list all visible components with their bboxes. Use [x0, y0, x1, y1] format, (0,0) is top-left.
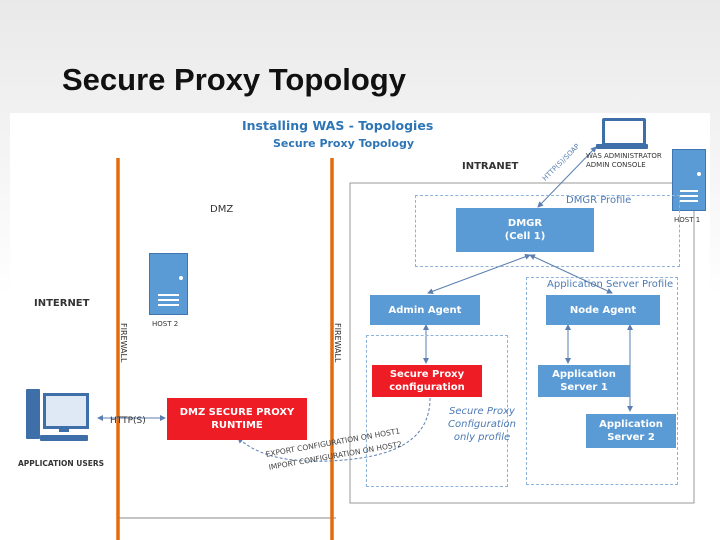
- connector-dmgr-node: [529, 254, 613, 294]
- dmgr-box: DMGR (Cell 1): [456, 208, 594, 252]
- zone-dmz-label: DMZ: [210, 204, 234, 215]
- topology-diagram: Installing WAS - Topologies Secure Proxy…: [10, 113, 710, 540]
- server-icon-host1: [672, 149, 706, 211]
- zone-intranet-label: INTRANET: [462, 161, 519, 172]
- http-label: HTTP(S): [110, 416, 146, 426]
- intranet-zone-border: [349, 182, 695, 504]
- connector-export-import: [237, 397, 431, 462]
- dmgr-profile-boundary: [415, 195, 680, 267]
- laptop-icon: [596, 118, 648, 150]
- dmgr-profile-label: DMGR Profile: [566, 195, 632, 206]
- secure-proxy-profile-boundary: [366, 335, 508, 487]
- admin-agent-box: Admin Agent: [370, 295, 480, 325]
- secure-proxy-profile-label: Secure Proxy Configuration only profile: [448, 406, 516, 443]
- dmz-runtime-box: DMZ SECURE PROXY RUNTIME: [167, 398, 307, 440]
- admin-console-label: WAS ADMINISTRATOR ADMIN CONSOLE: [586, 152, 662, 169]
- firewall-left-label: FIREWALL: [119, 323, 128, 363]
- app-server-2-box: Application Server 2: [586, 414, 676, 448]
- diagram-lines: [97, 146, 695, 540]
- slide-title: Secure Proxy Topology: [62, 62, 406, 97]
- app-server-1-box: Application Server 1: [538, 365, 630, 397]
- host2-label: HOST 2: [152, 320, 179, 328]
- diagram-subheading: Secure Proxy Topology: [273, 137, 414, 150]
- connector-console-dmgr: [537, 146, 597, 208]
- host1-label: HOST 1: [674, 216, 701, 224]
- diagram-heading: Installing WAS - Topologies: [242, 118, 434, 133]
- dmz-zone-border: [116, 198, 336, 519]
- firewall-right-label: FIREWALL: [333, 323, 342, 363]
- desktop-computer-icon: [26, 385, 89, 455]
- node-agent-box: Node Agent: [546, 295, 660, 325]
- zone-internet-label: INTERNET: [34, 298, 90, 309]
- app-server-profile-label: Application Server Profile: [547, 279, 674, 290]
- app-server-profile-boundary: [526, 277, 678, 485]
- connector-dmgr-admin: [427, 253, 531, 295]
- server-icon-host2: [149, 253, 188, 315]
- application-users-label: APPLICATION USERS: [18, 459, 105, 468]
- secure-proxy-config-box: Secure Proxy configuration: [372, 365, 482, 397]
